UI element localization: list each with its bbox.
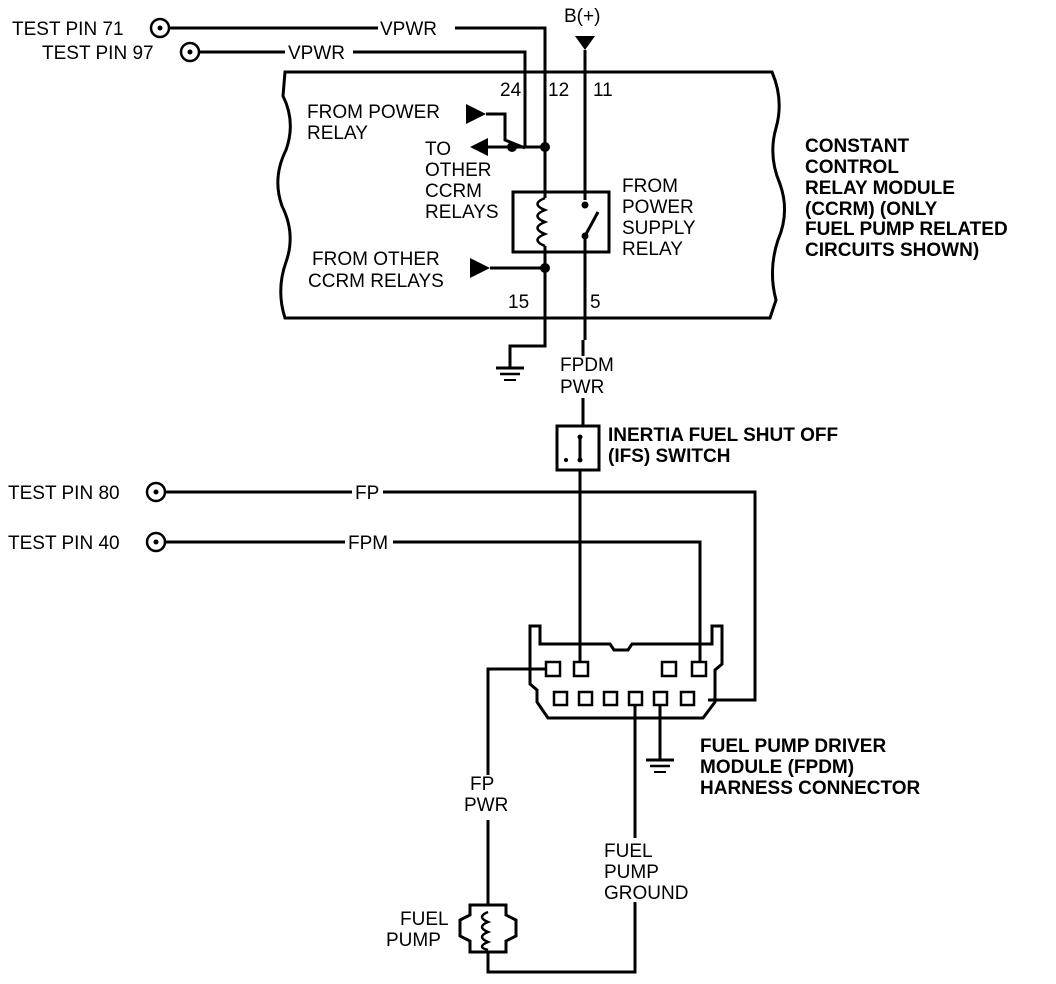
fp-pwr-wire xyxy=(486,667,546,905)
to-other-label-4: RELAYS xyxy=(425,202,499,223)
ground-icon-top xyxy=(496,366,524,381)
pin-12: 12 xyxy=(548,80,569,101)
vpwr-wire-97 xyxy=(199,50,527,148)
ccrm-title-5: FUEL PUMP RELATED xyxy=(805,219,1008,240)
connector-pin xyxy=(577,690,594,707)
from-supply-label-4: RELAY xyxy=(622,239,683,260)
fpdm-connector xyxy=(528,624,724,720)
ccrm-box xyxy=(276,70,786,320)
fp-pwr-label-1: FP xyxy=(470,774,494,795)
relay-switch-icon xyxy=(583,211,600,237)
ground-icon-bottom xyxy=(646,758,674,773)
fpdm-pwr-label-1: FPDM xyxy=(560,355,614,376)
fpdm-label-3: HARNESS CONNECTOR xyxy=(700,778,921,799)
to-other-label-2: OTHER xyxy=(425,160,492,181)
test-pin-80-label: TEST PIN 80 xyxy=(8,483,120,504)
from-power-relay-arrow xyxy=(466,104,486,124)
from-supply-label-2: POWER xyxy=(622,197,694,218)
connector-pin xyxy=(544,660,562,678)
from-other-arrow xyxy=(470,258,490,278)
to-other-label-3: CCRM xyxy=(425,181,482,202)
fuel-pump-label-2: PUMP xyxy=(386,930,441,951)
vpwr-wire-71 xyxy=(169,26,547,150)
ifs-label-2: (IFS) SWITCH xyxy=(608,446,730,467)
ccrm-title-3: RELAY MODULE xyxy=(805,178,955,199)
test-pin-40-label: TEST PIN 40 xyxy=(8,533,120,554)
battery-label: B(+) xyxy=(564,6,600,27)
from-other-label-2: CCRM RELAYS xyxy=(308,271,444,292)
junction-dot-2 xyxy=(540,142,550,152)
fpdm-label-1: FUEL PUMP DRIVER xyxy=(700,736,886,757)
connector-pin xyxy=(627,690,644,707)
fpdm-label-2: MODULE (FPDM) xyxy=(700,757,854,778)
pin-11: 11 xyxy=(593,80,613,101)
ccrm-title-2: CONTROL xyxy=(805,157,899,178)
ifs-switch xyxy=(555,424,601,472)
relay-coil-icon xyxy=(536,196,549,248)
to-other-label-1: TO xyxy=(425,139,451,160)
connector-pin xyxy=(679,690,696,707)
to-other-relays-arrow xyxy=(470,138,488,156)
fuel-pump-ground-wire xyxy=(486,705,637,974)
fp-pwr-label-2: PWR xyxy=(464,795,508,816)
battery-arrow xyxy=(575,36,595,50)
ccrm-title-4: (CCRM) (ONLY xyxy=(805,199,938,220)
fuel-pump-icon xyxy=(458,903,518,954)
fuel-pump-ground-label-2: PUMP xyxy=(604,862,659,883)
pin-15: 15 xyxy=(508,292,529,313)
fpm-wire xyxy=(165,540,702,662)
relay-box xyxy=(511,190,611,254)
from-other-label-1: FROM OTHER xyxy=(312,249,440,270)
connector-pin xyxy=(552,690,569,707)
connector-pin xyxy=(572,660,590,678)
test-pin-97-label: TEST PIN 97 xyxy=(42,43,154,64)
junction-dot-3 xyxy=(540,263,550,273)
pin-5: 5 xyxy=(590,292,601,313)
from-supply-label-1: FROM xyxy=(622,176,678,197)
connector-pin xyxy=(602,690,619,707)
pin-24: 24 xyxy=(500,80,522,101)
vpwr-label-b: VPWR xyxy=(288,43,345,64)
fp-label: FP xyxy=(355,483,379,504)
test-pin-71-label: TEST PIN 71 xyxy=(12,19,124,40)
junction-dot-1 xyxy=(507,142,517,152)
ccrm-title-1: CONSTANT xyxy=(805,136,910,157)
fpdm-pwr-label-2: PWR xyxy=(560,377,604,398)
fpm-label: FPM xyxy=(348,533,388,554)
from-power-relay-label-2: RELAY xyxy=(307,123,368,144)
vpwr-label-a: VPWR xyxy=(380,19,437,40)
connector-pin xyxy=(652,690,669,707)
ifs-label-1: INERTIA FUEL SHUT OFF xyxy=(608,425,838,446)
from-power-relay-label-1: FROM POWER xyxy=(307,102,440,123)
connector-pin xyxy=(690,660,708,678)
from-supply-label-3: SUPPLY xyxy=(622,218,696,239)
ccrm-title-6: CIRCUITS SHOWN) xyxy=(805,240,979,261)
fuel-pump-label-1: FUEL xyxy=(400,909,449,930)
connector-pin xyxy=(660,660,678,678)
fuel-pump-ground-label-3: GROUND xyxy=(604,883,688,904)
fuel-pump-coil-icon xyxy=(480,910,492,952)
fuel-pump-ground-label-1: FUEL xyxy=(604,841,653,862)
fp-wire xyxy=(165,490,757,702)
